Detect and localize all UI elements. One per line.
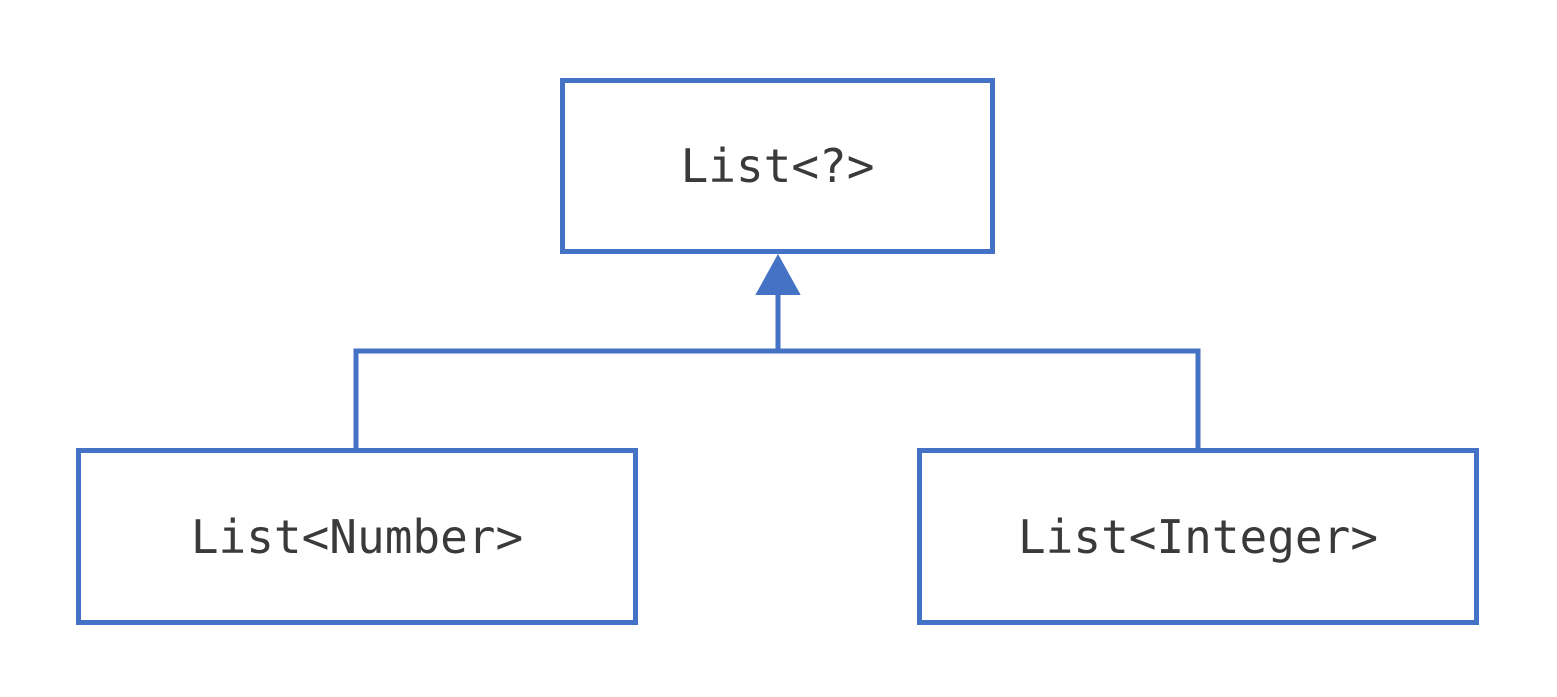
connector-left-branch <box>353 348 778 448</box>
inheritance-arrowhead <box>755 253 801 295</box>
parent-type-box: List<?> <box>560 78 995 254</box>
connector-right-branch <box>778 348 1201 448</box>
child-type-box-integer: List<Integer> <box>917 448 1479 625</box>
child-type-label-integer: List<Integer> <box>1017 509 1379 564</box>
child-type-label-number: List<Number> <box>190 509 524 564</box>
parent-type-label: List<?> <box>680 139 875 193</box>
child-type-box-number: List<Number> <box>76 448 638 625</box>
